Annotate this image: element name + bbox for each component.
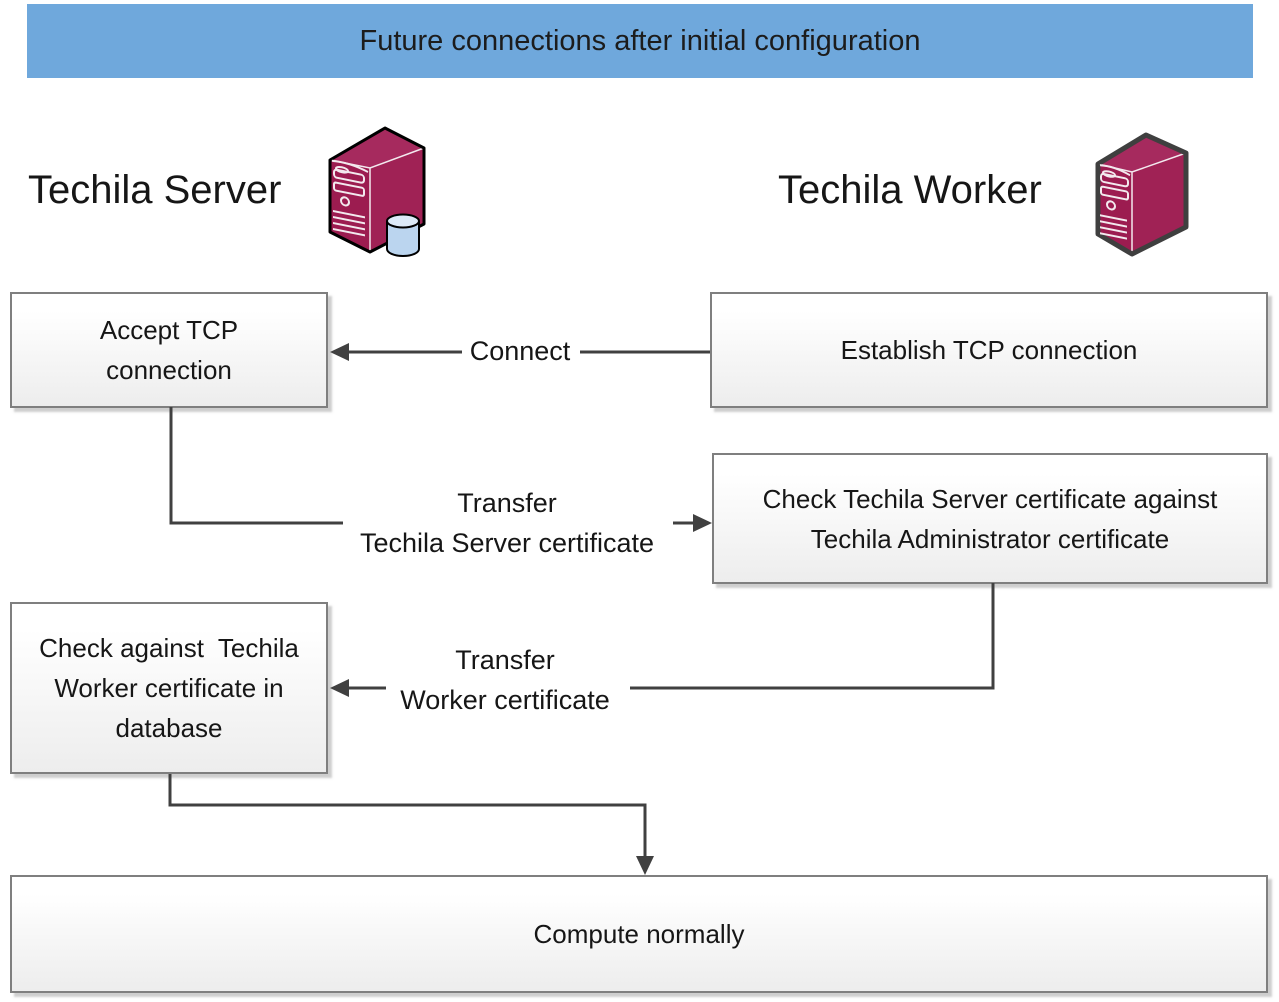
server-front-panel-details bbox=[331, 159, 369, 237]
node-establish-tcp-connection: Establish TCP connection bbox=[710, 292, 1268, 408]
worker-tower-icon bbox=[1095, 132, 1189, 257]
edge-label-transfer-server-certificate: Transfer Techila Server certificate bbox=[359, 488, 655, 558]
node-compute-normally: Compute normally bbox=[10, 875, 1268, 993]
diagram-title-bar: Future connections after initial configu… bbox=[27, 4, 1253, 78]
edge-label-connect: Connect bbox=[469, 336, 571, 366]
node-accept-tcp-connection: Accept TCP connection bbox=[10, 292, 328, 408]
node-check-server-certificate: Check Techila Server certificate against… bbox=[712, 453, 1268, 584]
edge-connect-arrowhead bbox=[330, 343, 349, 361]
edge-transfer-server-arrowhead bbox=[693, 514, 712, 532]
techila-worker-label: Techila Worker bbox=[778, 168, 1042, 212]
edge-transfer-server-line bbox=[169, 407, 343, 525]
edge-to-compute-arrowhead bbox=[636, 856, 654, 875]
diagram-title: Future connections after initial configu… bbox=[359, 24, 921, 57]
server-tower-with-database-icon bbox=[328, 126, 426, 257]
worker-front-panel-details bbox=[1099, 164, 1131, 240]
edge-to-compute-line bbox=[168, 774, 647, 857]
techila-server-label: Techila Server bbox=[28, 168, 282, 212]
node-check-worker-certificate: Check against Techila Worker certificate… bbox=[10, 602, 328, 774]
edge-transfer-worker-line bbox=[630, 583, 995, 690]
database-cylinder-icon bbox=[386, 213, 420, 257]
edge-label-transfer-worker-certificate: Transfer Worker certificate bbox=[400, 645, 610, 715]
